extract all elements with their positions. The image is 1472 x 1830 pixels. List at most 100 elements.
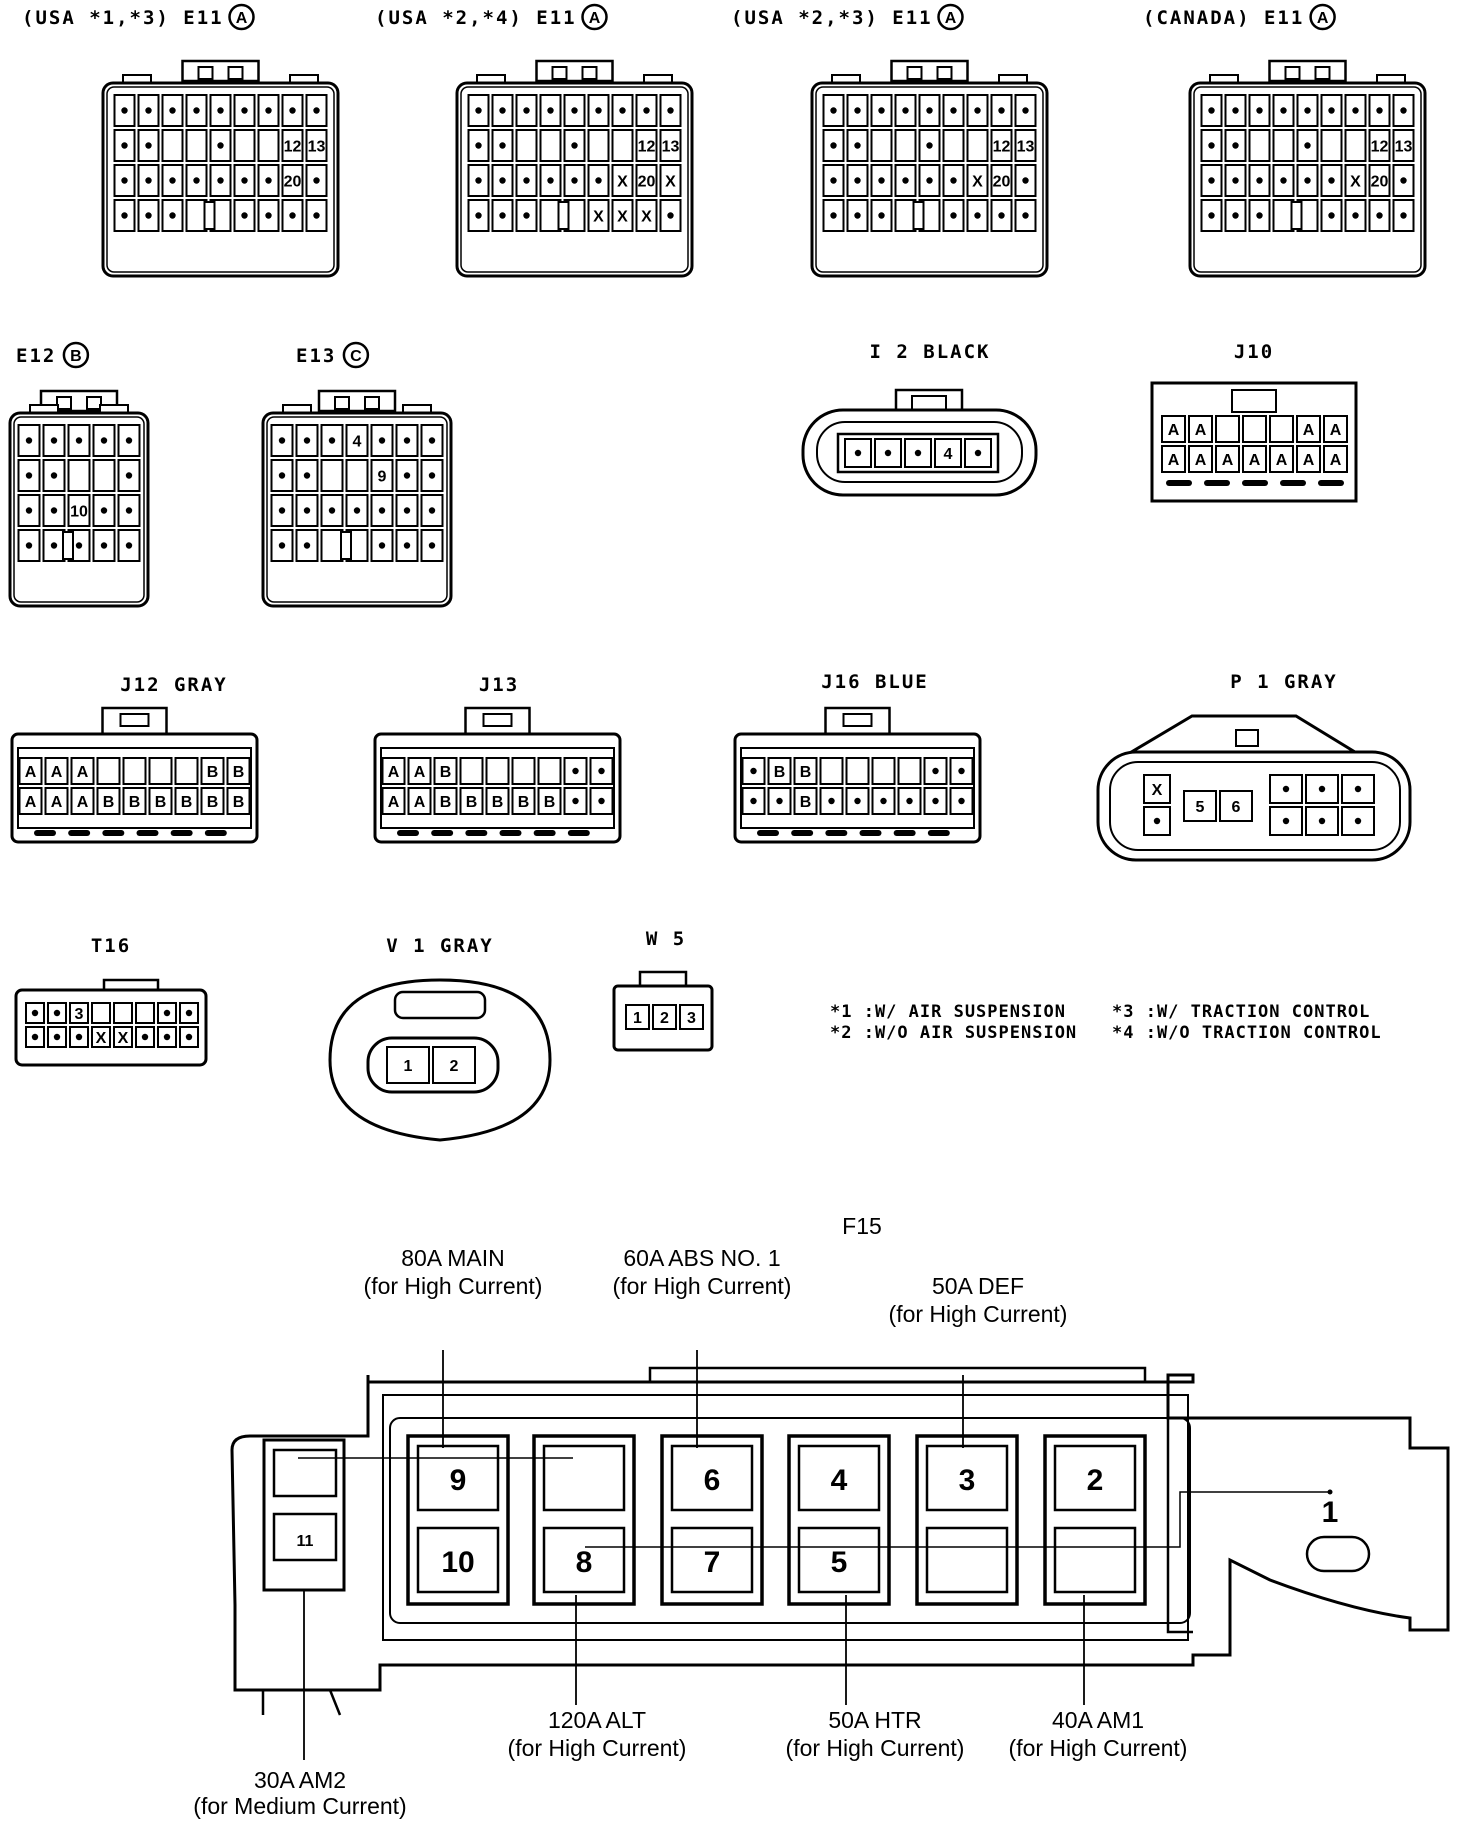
pin-dot (313, 212, 320, 219)
pin-dot (1208, 107, 1215, 114)
pin-cell (1320, 129, 1343, 162)
pin-cell (91, 1002, 111, 1024)
badge-letter: C (350, 348, 362, 365)
pin-dot (572, 767, 579, 775)
pin-dot (217, 142, 224, 149)
pin-dot (303, 542, 311, 549)
pin-cell (587, 199, 610, 232)
bus-node (1327, 1489, 1333, 1495)
pin-dot (523, 107, 530, 114)
latch (393, 990, 487, 1020)
pin-label: 12 (993, 139, 1011, 156)
housing-inner (380, 747, 615, 829)
pin-dot (1153, 817, 1161, 825)
pin-cell (990, 129, 1013, 162)
pin-cell (174, 787, 199, 815)
pin-cell (635, 129, 658, 162)
pin-dot (169, 177, 176, 184)
pin-label: B (155, 794, 167, 811)
pin-label: B (440, 764, 452, 781)
pin-cell (67, 494, 91, 527)
pin-label: B (774, 764, 786, 781)
latch (1235, 729, 1259, 747)
w5-label: W 5 (646, 928, 686, 950)
pin-cell (1188, 415, 1213, 443)
pin-label: 3 (75, 1006, 84, 1023)
slot (893, 830, 916, 836)
pin-dot (125, 542, 133, 549)
pin-cell (69, 1002, 89, 1024)
badge-letter: B (70, 348, 82, 365)
inner-frame (382, 1394, 1189, 1641)
pin-dot (499, 212, 506, 219)
pin-label: B (233, 764, 245, 781)
pin-label: 9 (378, 469, 387, 486)
i2-label: I 2 BLACK (870, 341, 991, 363)
pin-dot (854, 142, 861, 149)
pin-dot (1328, 212, 1335, 219)
pin-dot (403, 507, 411, 514)
pin-dot (185, 1009, 193, 1017)
slot (859, 830, 882, 836)
slot (1318, 480, 1344, 486)
small-slot (272, 1448, 338, 1498)
pin-label: 20 (638, 174, 656, 191)
pin-dot (958, 797, 965, 805)
pin-label: X (665, 174, 676, 191)
slot (791, 830, 814, 836)
pin-dot (854, 107, 861, 114)
footnote: *4 :W/O TRACTION CONTROL (1112, 1023, 1382, 1043)
pin-cell (485, 757, 510, 785)
fuse-slot (1053, 1444, 1137, 1512)
pin-cell (44, 757, 69, 785)
j13-label: J13 (479, 674, 519, 696)
small-slot (272, 1512, 338, 1562)
pin-cell (679, 1004, 704, 1030)
housing-inner (815, 86, 1044, 273)
pin-dot (163, 1033, 171, 1041)
pin-dot (278, 437, 286, 444)
pin-label: 13 (1017, 139, 1035, 156)
pin-cell (1248, 129, 1271, 162)
pin-dot (475, 142, 482, 149)
connector-i2: 4 (801, 388, 1038, 497)
fuse-slot-top-label: 4 (831, 1464, 848, 1497)
fuse-slot-bottom-label: 8 (576, 1546, 593, 1579)
pin-cell (233, 129, 256, 162)
pin-dot (289, 212, 296, 219)
pin-cell (407, 757, 432, 785)
pin-dot (25, 472, 33, 479)
housing-inner (1193, 86, 1422, 273)
pin-dot (998, 212, 1005, 219)
badge-circle (342, 341, 370, 369)
latch (890, 59, 969, 83)
pin-cell (611, 129, 634, 162)
badge-circle (62, 341, 90, 369)
pin-dot (353, 507, 361, 514)
pin-label: A (77, 794, 89, 811)
pin-cell (1269, 445, 1294, 473)
pin-dot (378, 437, 386, 444)
pin-dot (878, 107, 885, 114)
pin-dot (1232, 177, 1239, 184)
pin-cell (174, 757, 199, 785)
pin-dot (1256, 107, 1263, 114)
pin-dot (1208, 142, 1215, 149)
pin-label: 12 (638, 139, 656, 156)
pin-dot (25, 507, 33, 514)
pin-dot (125, 472, 133, 479)
pin-cell (611, 199, 634, 232)
pin-label: A (388, 794, 400, 811)
t16-label: T16 (91, 935, 131, 957)
pin-dot (303, 437, 311, 444)
mount-hole (1305, 1535, 1371, 1573)
pin-dot (1232, 142, 1239, 149)
pin-dot (75, 1033, 83, 1041)
pin-label: A (25, 764, 37, 781)
pin-dot (428, 542, 436, 549)
pin-label: 3 (687, 1010, 696, 1027)
fuse-slot (670, 1444, 754, 1512)
key (340, 531, 352, 560)
